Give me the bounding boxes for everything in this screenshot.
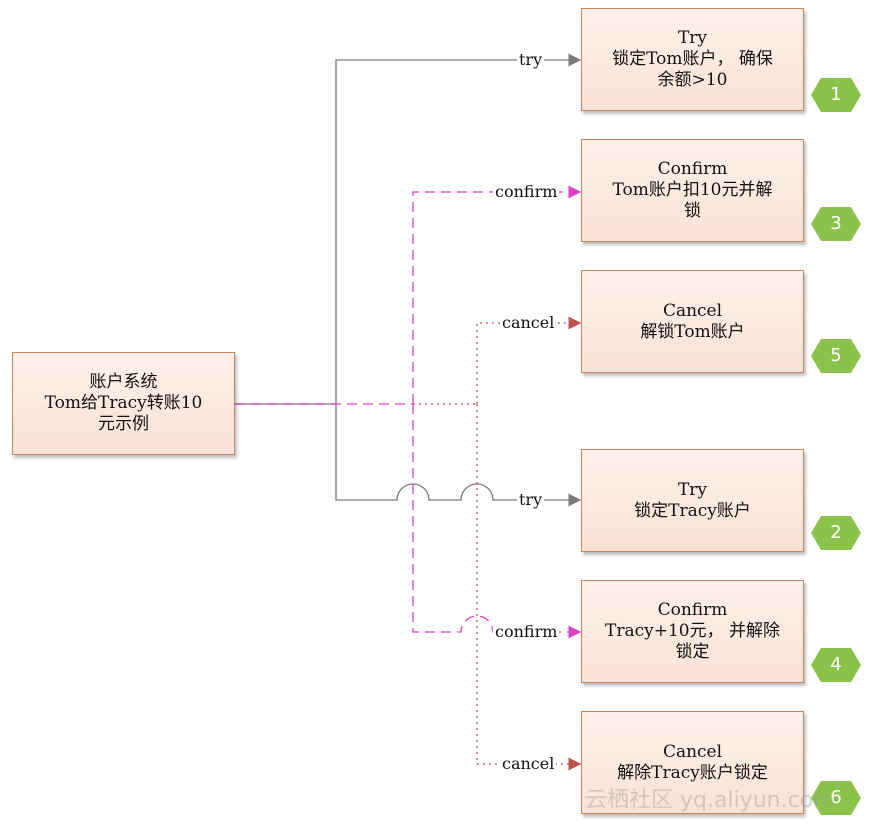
- edge-label-cancel: cancel: [500, 313, 557, 332]
- step-box-tracy-cancel: Cancel 解除Tracy账户锁定: [581, 711, 804, 814]
- try-connector-bottom: [335, 404, 582, 507]
- account-system-line2: Tom给Tracy转账10: [44, 393, 203, 413]
- step-line1: Tom账户扣10元并解: [612, 180, 773, 200]
- edge-label-try: try: [517, 50, 545, 69]
- confirm-connector-top: [412, 185, 582, 404]
- edge-label-confirm: confirm: [493, 182, 560, 201]
- step-badge: 1: [830, 84, 842, 105]
- step-box-tom-cancel: Cancel 解锁Tom账户: [581, 270, 804, 373]
- edge-label-try: try: [517, 490, 545, 509]
- step-title: Try: [677, 479, 708, 500]
- badge-6-shape: [811, 781, 861, 815]
- cancel-connector-bottom: [476, 404, 582, 771]
- step-box-tracy-confirm: Confirm Tracy+10元， 并解除 锁定: [581, 580, 804, 683]
- badge-1-shape: [811, 78, 861, 112]
- badge-3-shape: [811, 207, 861, 241]
- cancel-connector-top: [476, 316, 582, 404]
- step-line1: 解除Tracy账户锁定: [617, 762, 768, 783]
- confirm-connector-bottom: [412, 404, 582, 639]
- badge-hexagons: [811, 78, 861, 815]
- step-box-tom-confirm: Confirm Tom账户扣10元并解 锁: [581, 139, 804, 242]
- step-badge: 5: [830, 345, 842, 366]
- edge-label-cancel: cancel: [500, 754, 557, 773]
- step-line2: 余额>10: [657, 70, 728, 90]
- step-badge: 4: [830, 654, 842, 675]
- step-title: Cancel: [662, 300, 723, 321]
- edge-label-confirm: confirm: [493, 622, 560, 641]
- account-system-box: 账户系统 Tom给Tracy转账10 元示例: [12, 352, 235, 455]
- step-box-tom-try: Try 锁定Tom账户， 确保 余额>10: [581, 8, 804, 111]
- step-line1: 锁定Tom账户， 确保: [612, 49, 773, 69]
- step-line1: Tracy+10元， 并解除: [604, 621, 780, 641]
- step-title: Try: [677, 28, 708, 48]
- badge-2-shape: [811, 516, 861, 550]
- step-title: Cancel: [662, 741, 723, 762]
- try-connector-top: [235, 53, 582, 405]
- step-line1: 解锁Tom账户: [640, 321, 745, 342]
- badge-5-shape: [811, 339, 861, 373]
- step-line2: 锁: [684, 201, 701, 221]
- step-line2: 锁定: [675, 642, 710, 662]
- step-badge: 3: [830, 213, 842, 234]
- account-system-line3: 元示例: [98, 414, 149, 434]
- step-badge: 6: [830, 787, 842, 808]
- step-line1: 锁定Tracy账户: [634, 500, 751, 521]
- watermark: 云栖社区 yq.aliyun.com: [585, 788, 835, 813]
- step-badge: 2: [830, 522, 842, 543]
- step-box-tracy-try: Try 锁定Tracy账户: [581, 449, 804, 552]
- badge-4-shape: [811, 648, 861, 682]
- step-title: Confirm: [657, 159, 728, 179]
- step-title: Confirm: [657, 600, 728, 620]
- account-system-line1: 账户系统: [89, 372, 158, 392]
